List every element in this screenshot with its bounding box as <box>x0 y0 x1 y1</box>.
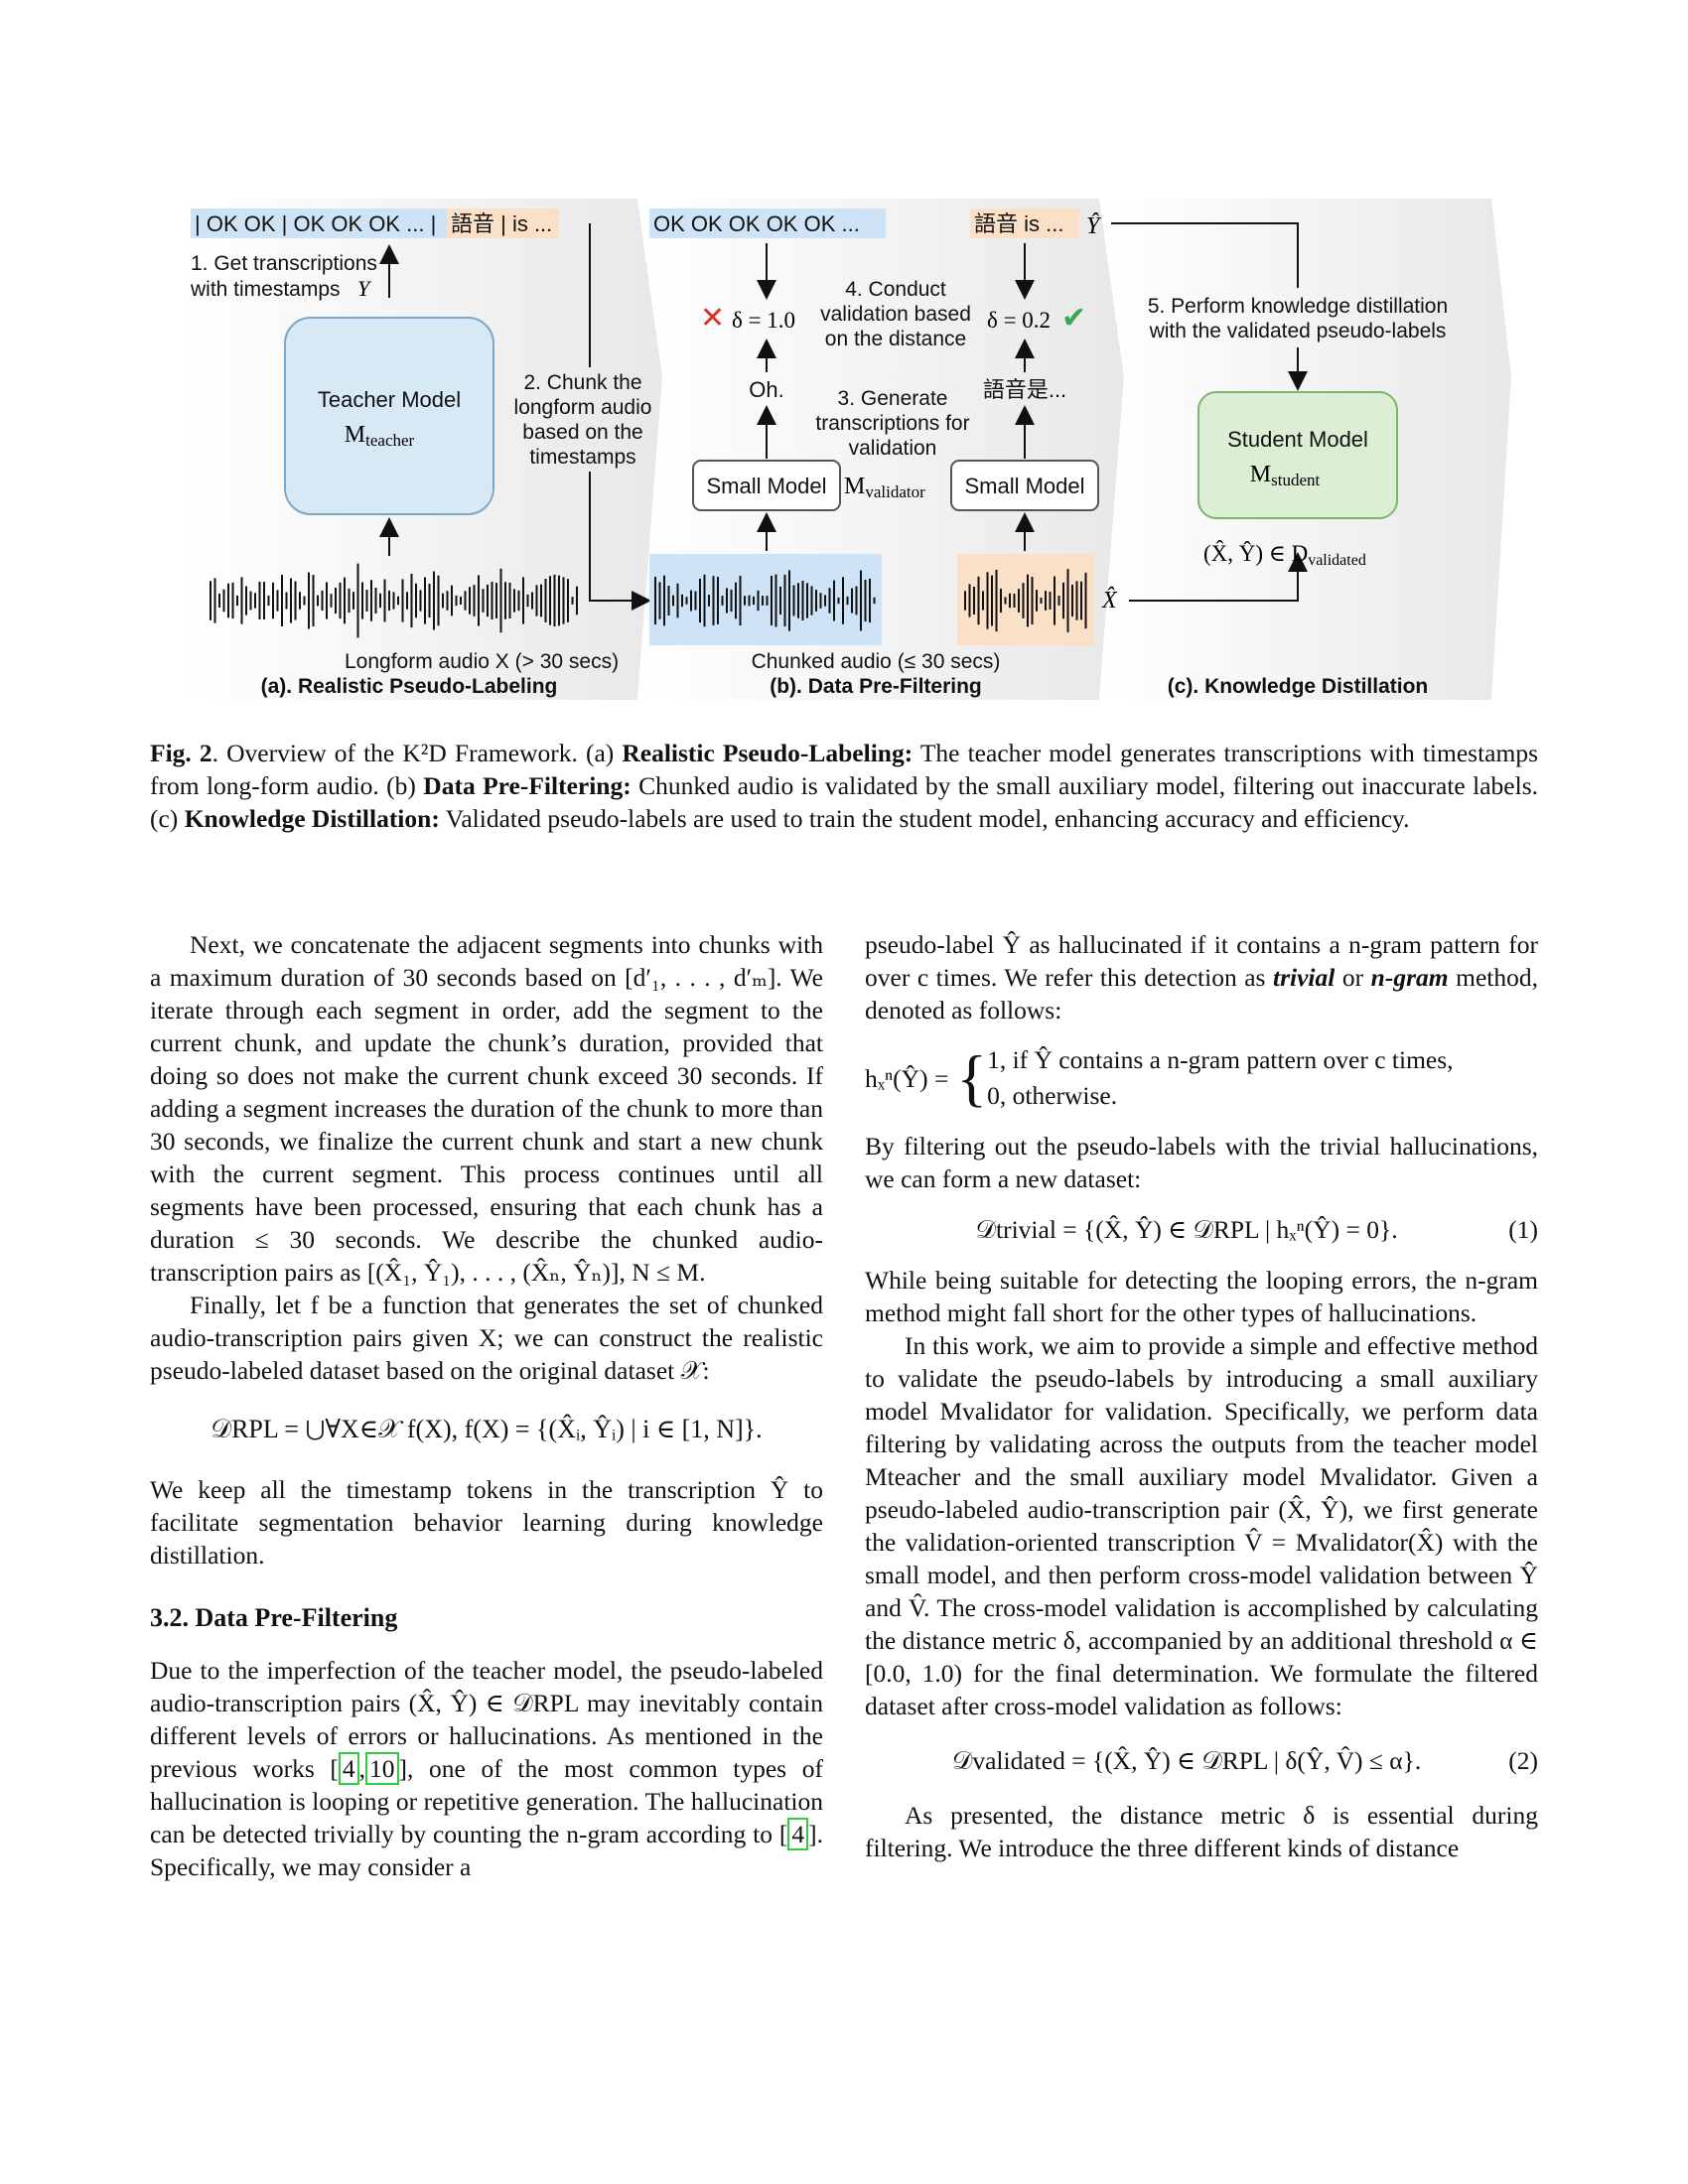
left-paragraph-4: Due to the imperfection of the teacher m… <box>150 1656 823 1881</box>
teacher-model-box <box>284 317 494 515</box>
right-paragraph-2: By filtering out the pseudo-labels with … <box>865 1132 1538 1193</box>
chunk-transcript-blue-bg <box>649 208 886 238</box>
case-1: 1, if Ŷ contains a n-gram pattern over c… <box>987 1045 1454 1074</box>
longform-audio-waveform <box>210 563 578 638</box>
chunk-audio-waveform-2 <box>964 569 1087 632</box>
student-model-label: Student Model <box>1227 427 1368 452</box>
small-model-box-right <box>950 460 1099 511</box>
left-paragraph-2: Finally, let f be a function that genera… <box>150 1291 823 1385</box>
framework-figure: | OK OK | OK OK OK ... | 語音 | is ... 1. … <box>181 199 1511 700</box>
validator-output-right: 語音是... <box>983 377 1066 402</box>
student-model-box <box>1197 391 1398 519</box>
equation-1-row: 𝒟trivial = {(X̂, Ŷ) ∈ 𝒟RPL | hₓⁿ(Ŷ) = 0}… <box>865 1213 1538 1246</box>
chunk-transcript-blue: OK OK OK OK OK ... <box>653 211 860 236</box>
delta-left: δ = 1.0 <box>732 308 795 333</box>
equation-trivial: 𝒟trivial = {(X̂, Ŷ) ∈ 𝒟RPL | hₓⁿ(Ŷ) = 0}… <box>975 1215 1398 1244</box>
left-column: Next, we concatenate the adjacent segmen… <box>150 928 823 1883</box>
section-heading: 3.2. Data Pre-Filtering <box>150 1603 398 1632</box>
citation-link[interactable]: 4 <box>338 1752 359 1785</box>
step1-line2: with timestamps <box>190 278 341 301</box>
step4-line3: on the distance <box>825 328 966 350</box>
validator-output-left: Oh. <box>749 377 783 402</box>
delta-right: δ = 0.2 <box>987 308 1051 333</box>
panel-b-title: (b). Data Pre-Filtering <box>770 675 982 698</box>
equation-2-row: 𝒟validated = {(X̂, Ŷ) ∈ 𝒟RPL | δ(Ŷ, V̂) … <box>865 1744 1538 1777</box>
chunk-audio-waveform-1 <box>654 570 876 631</box>
caption-label: Fig. 2 <box>150 739 212 767</box>
panel-a-title: (a). Realistic Pseudo-Labeling <box>261 675 558 698</box>
right-paragraph-5: As presented, the distance metric δ is e… <box>865 1801 1538 1862</box>
left-paragraph-1: Next, we concatenate the adjacent segmen… <box>150 930 823 1287</box>
check-icon: ✔ <box>1061 302 1086 335</box>
step1-var: Y <box>357 276 372 301</box>
case-2: 0, otherwise. <box>987 1081 1118 1110</box>
step5-line1: 5. Perform knowledge distillation <box>1148 295 1448 318</box>
panel-c-title: (c). Knowledge Distillation <box>1168 675 1429 698</box>
chunk-transcript-orange: 語音 is ... <box>974 211 1063 236</box>
step5-line2: with the validated pseudo-labels <box>1149 320 1447 342</box>
step3-line3: validation <box>849 437 937 460</box>
teacher-model-math: Mteacher <box>345 422 415 450</box>
right-paragraph-3: While being suitable for detecting the l… <box>865 1266 1538 1327</box>
step2-line4: timestamps <box>529 446 635 469</box>
step3-line2: transcriptions for <box>815 412 969 435</box>
cases-equation: hₓⁿ(Ŷ) = { 1, if Ŷ contains a n-gram pat… <box>865 1042 1538 1114</box>
left-paragraph-3: We keep all the timestamp tokens in the … <box>150 1475 823 1570</box>
student-model-math: Mstudent <box>1250 462 1321 489</box>
validator-math: Mvalidator <box>844 474 925 501</box>
transcript-orange-text: 語音 | is ... <box>451 211 552 236</box>
right-paragraph-1: pseudo-label Ŷ as hallucinated if it con… <box>865 930 1538 1024</box>
yhat-label: Ŷ <box>1086 213 1102 239</box>
equation-number-2: (2) <box>1508 1746 1538 1775</box>
longform-audio-caption: Longform audio X (> 30 secs) <box>345 650 619 673</box>
step4-line1: 4. Conduct <box>845 278 946 301</box>
transcript-highlight-orange <box>447 208 559 238</box>
teacher-model-label: Teacher Model <box>318 387 461 412</box>
xhat-label: X̂ <box>1101 587 1118 614</box>
small-model-right-label: Small Model <box>964 474 1084 498</box>
cases-lhs: hₓⁿ(Ŷ) = <box>865 1063 949 1093</box>
right-paragraph-4: In this work, we aim to provide a simple… <box>865 1331 1538 1720</box>
figure-caption: Fig. 2. Overview of the K²D Framework. (… <box>150 739 1538 833</box>
step2-line2: longform audio <box>514 396 652 419</box>
cases-brace: { <box>956 1042 988 1113</box>
validated-pair-label: (X̂, Ŷ) ∈ Dvalidated <box>1203 540 1366 569</box>
equation-rpl: 𝒟RPL = ⋃∀X∈𝒳 f(X), f(X) = {(X̂ᵢ, Ŷᵢ) | i… <box>211 1415 763 1443</box>
right-column: pseudo-label Ŷ as hallucinated if it con… <box>865 928 1538 1864</box>
equation-validated: 𝒟validated = {(X̂, Ŷ) ∈ 𝒟RPL | δ(Ŷ, V̂) … <box>952 1746 1422 1775</box>
step2-line1: 2. Chunk the <box>523 371 641 394</box>
step4-line2: validation based <box>820 303 971 326</box>
transcript-highlight-blue <box>191 208 447 238</box>
chunk-transcript-orange-bg <box>970 208 1079 238</box>
small-model-left-label: Small Model <box>706 474 826 498</box>
step2-line3: based on the <box>522 421 642 444</box>
small-model-box-left <box>692 460 841 511</box>
step3-line1: 3. Generate <box>838 387 948 410</box>
cross-icon: ✕ <box>700 302 725 335</box>
equation-number-1: (1) <box>1508 1215 1538 1244</box>
transcript-blue-text: | OK OK | OK OK OK ... | <box>195 211 436 236</box>
step1-line1: 1. Get transcriptions <box>191 252 377 275</box>
chunk-audio-caption: Chunked audio (≤ 30 secs) <box>752 650 1001 673</box>
citation-link[interactable]: 4 <box>787 1818 809 1850</box>
citation-link[interactable]: 10 <box>365 1752 399 1785</box>
